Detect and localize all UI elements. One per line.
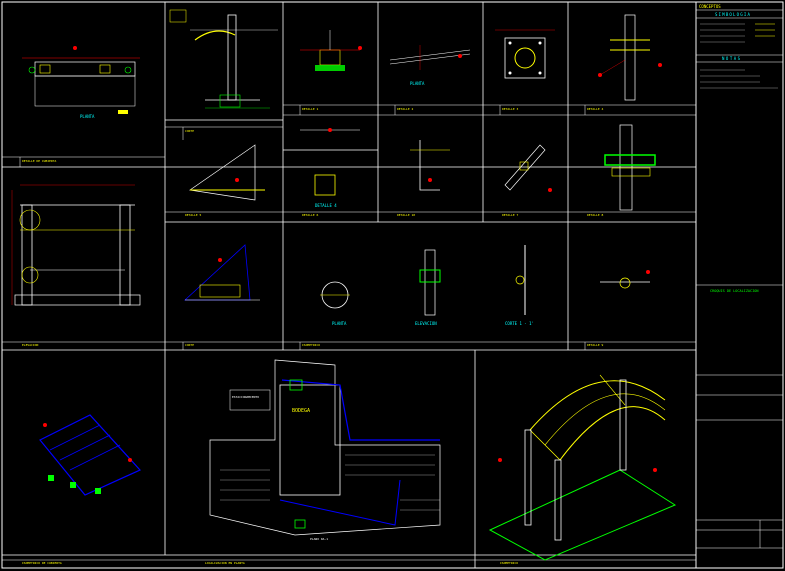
title-row2-a: ELEVACION (22, 343, 38, 347)
panel-detail-9 (604, 124, 656, 211)
title-row3-a: CORTE (185, 343, 194, 347)
title-row1-b: CORTE (185, 129, 194, 133)
label-planta-2: PLANTA (410, 81, 425, 86)
panel-site-plan: BODEGA ESTACIONAMIENTO PLANO DA-1 (209, 359, 441, 541)
title-row2-d: DETALLE 7 (502, 213, 518, 217)
title-row4-a: ISOMETRICO DE CUBIERTA (22, 561, 62, 565)
label-note-2: PLANO DA-1 (310, 537, 328, 541)
title-row2-b: DETALLE 5 (185, 213, 201, 217)
cartouche-simbologia: SIMBOLOGIA (715, 12, 751, 17)
panel-detail-1 (300, 30, 362, 71)
panel-detail-4 (598, 14, 662, 101)
label-note-1: ESTACIONAMIENTO (232, 395, 259, 399)
title-row3-c: DETALLE 9 (587, 343, 603, 347)
cartouche-location: CROQUIS DE LOCALIZACION (710, 289, 758, 293)
panel-corte (183, 244, 260, 301)
panel-detail-3 (495, 29, 555, 79)
label-bodega: BODEGA (292, 408, 310, 414)
cartouche-notas: NOTAS (722, 56, 742, 61)
panel-plan-top-left: PLANTA (22, 46, 140, 119)
panel-detail-5 (189, 144, 265, 201)
label-corte: CORTE 1 - 1' (505, 321, 534, 326)
panel-detail-10 (600, 270, 650, 289)
title-row4-b: LOCALIZACION EN PLANTA (205, 561, 245, 565)
panel-isometric-canopy (488, 374, 677, 561)
title-row4-c: ISOMETRICO (500, 561, 518, 565)
panel-detail-7 (410, 140, 450, 191)
title-row1-d: DETALLE 2 (397, 107, 413, 111)
label-planta-1: PLANTA (80, 114, 95, 119)
label-elevacion: ELEVACION (415, 321, 437, 326)
title-row2-e: DETALLE 8 (587, 213, 603, 217)
label-detalle-4: DETALLE 4 (315, 203, 337, 208)
panel-detail-8 (504, 144, 552, 192)
title-row1-e: DETALLE 3 (502, 107, 518, 111)
title-row2-c: DETALLE 6 (302, 213, 318, 217)
title-row1-c: DETALLE 1 (302, 107, 318, 111)
title-row1-a: DETALLE DE CUBIERTA (22, 159, 57, 163)
panel-arch-section (169, 9, 278, 109)
panel-isometrico-detail: PLANTA ELEVACION CORTE 1 - 1' (320, 245, 534, 326)
title-row1-f: DETALLE 4 (587, 107, 603, 111)
title-row3-d: DETALLE 10 (397, 213, 415, 217)
panel-isometric-roof (39, 414, 141, 496)
cartouche: CONCEPTOS SIMBOLOGIA NOTAS CROQUIS DE LO… (695, 1, 784, 569)
cartouche-top-label: CONCEPTOS (699, 4, 721, 9)
panel-title-strips (2, 104, 696, 561)
label-planta-3: PLANTA (332, 321, 347, 326)
title-row3-b: ISOMETRICO (302, 343, 320, 347)
panel-detail-6: DETALLE 4 (300, 128, 360, 208)
panel-detail-2: PLANTA (389, 45, 471, 86)
panel-elevation-left (11, 184, 141, 306)
panel-title-texts: DETALLE DE CUBIERTA CORTE DETALLE 1 DETA… (22, 107, 603, 565)
